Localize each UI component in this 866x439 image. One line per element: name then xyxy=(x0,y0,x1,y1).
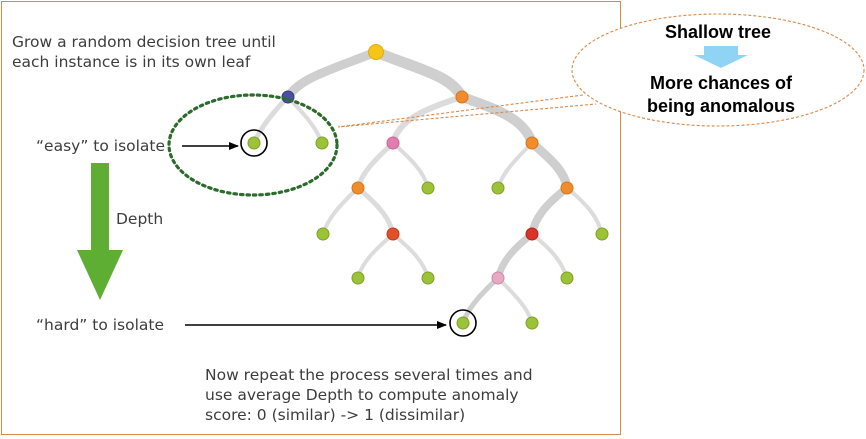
leaf-node xyxy=(456,316,470,330)
branch xyxy=(286,95,324,145)
branch xyxy=(391,141,430,190)
branch xyxy=(496,276,534,325)
internal-node xyxy=(455,90,469,104)
depth-arrow xyxy=(77,163,123,300)
easy-to-isolate-label: “easy” to isolate xyxy=(36,137,166,155)
easy-leaf-ring xyxy=(240,129,268,157)
leaf-node xyxy=(525,316,539,330)
leaf-node xyxy=(316,227,330,241)
branch xyxy=(496,141,534,190)
internal-node xyxy=(351,181,365,195)
intro-text-line1: Grow a random decision tree until xyxy=(12,33,276,51)
leaf-node xyxy=(560,271,574,285)
footer-line2: use average Depth to compute anomaly xyxy=(205,386,519,404)
leaf-node xyxy=(247,136,261,150)
tree-nodes xyxy=(247,44,609,330)
leaf-node xyxy=(595,227,609,241)
footer-line1: Now repeat the process several times and xyxy=(205,366,533,384)
diagram-frame xyxy=(1,1,621,435)
callout-bubble xyxy=(571,13,865,127)
internal-node xyxy=(560,181,574,195)
intro-text-line2: each instance is in its own leaf xyxy=(12,53,251,71)
callout-line2: being anomalous xyxy=(646,96,796,116)
leaf-node xyxy=(421,271,435,285)
internal-node xyxy=(525,227,539,241)
internal-node xyxy=(386,136,400,150)
branch xyxy=(283,47,381,102)
branch xyxy=(530,232,569,280)
callout-down-arrow xyxy=(694,46,748,68)
branch xyxy=(460,275,501,326)
branch xyxy=(528,184,571,238)
branch xyxy=(356,232,395,280)
leaf-node xyxy=(491,181,505,195)
callout-line1: More chances of xyxy=(649,73,793,93)
leaf-node xyxy=(421,181,435,195)
root-node xyxy=(368,44,384,60)
branch xyxy=(321,186,360,236)
branch xyxy=(390,94,465,146)
internal-node xyxy=(386,227,400,241)
hard-leaf-ring xyxy=(449,309,477,337)
branch xyxy=(355,185,396,237)
internal-node xyxy=(525,136,539,150)
branch xyxy=(457,92,537,148)
branch xyxy=(391,232,430,280)
shallow-region-outline xyxy=(167,93,339,197)
branch xyxy=(370,46,468,103)
branch xyxy=(251,94,291,146)
callout-title: Shallow tree xyxy=(664,22,772,42)
branch xyxy=(527,138,572,193)
depth-label: Depth xyxy=(116,210,164,228)
leaf-node xyxy=(315,136,329,150)
leaf-node xyxy=(351,271,365,285)
hard-to-isolate-label: “hard” to isolate xyxy=(36,316,165,334)
footer-line3: score: 0 (similar) -> 1 (dissimilar) xyxy=(205,406,466,424)
branch xyxy=(494,230,536,282)
branch xyxy=(565,186,604,236)
internal-node xyxy=(491,271,505,285)
callout-tail xyxy=(337,94,597,128)
branch xyxy=(355,140,396,191)
